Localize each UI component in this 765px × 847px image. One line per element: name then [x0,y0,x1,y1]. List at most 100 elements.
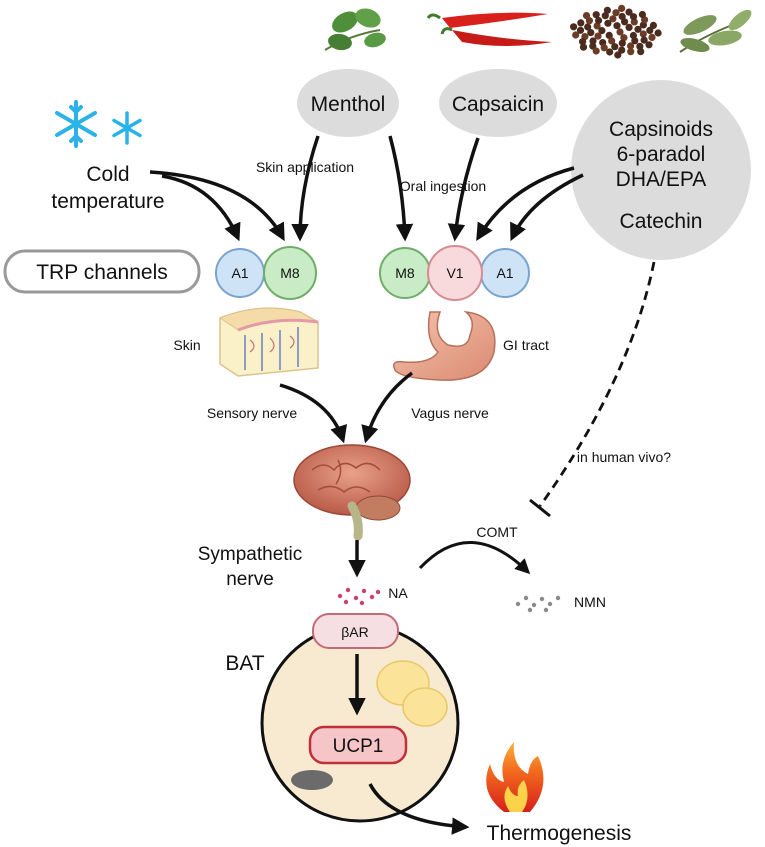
skin-channel-m8 [263,246,317,300]
chili-peppers-image [426,12,552,46]
molecule-dot [523,595,529,601]
molecule-dot [375,589,381,595]
seed-dot [577,19,585,27]
seed-dot [646,26,654,34]
molecule-dot [345,587,351,593]
seed-dot [616,28,624,36]
molecule-dot [543,607,549,613]
lipid-droplet-2 [402,687,448,727]
trp-channels-label: TRP channels [36,261,168,284]
grains-of-paradise-image [570,4,662,59]
comt-inhibition-line [538,261,656,507]
molecule-dot [353,595,359,601]
arrows-to-channels [149,135,584,242]
seed-dot [593,22,601,30]
sage-leaves-image [679,9,752,53]
seed-dot [570,23,578,31]
gi-tract-label: GI tract [503,337,549,353]
skin-channel-a1-label: A1 [231,265,248,281]
gut-channel-v1-label: V1 [446,265,463,281]
seed-dot [582,12,591,20]
capsaicin-label: Capsaicin [452,93,544,116]
molecule-dot [555,595,561,601]
sensory-nerve-label: Sensory nerve [207,405,297,421]
seed-dot [639,30,647,38]
brain-image [293,444,411,541]
mint-leaves-image [324,8,386,51]
skin-label: Skin [173,337,200,353]
seed-dot [638,10,647,19]
seed-dot [592,47,600,55]
molecule-dot [547,601,553,607]
oral-ingestion-label: Oral ingestion [400,178,486,194]
seed-dot [625,8,633,16]
seed-dot [604,19,612,27]
na-dots [337,587,381,606]
nmn-label: NMN [574,594,606,610]
capsinoids-label: Capsinoids [609,118,713,141]
in-human-vivo-label: in human vivo? [577,449,671,465]
other-compounds-bubble [571,80,751,260]
seed-dot [609,15,617,23]
seed-dot [618,39,626,47]
seed-dot [637,48,645,56]
seed-dot [594,32,602,40]
seed-dot [618,46,626,54]
molecule-dot [337,593,343,599]
molecule-dot [343,599,349,605]
gut-channel-a1-label: A1 [496,265,513,281]
gut-channel-m8-label: M8 [395,265,415,281]
catechin-label: Catechin [620,210,703,233]
trp-channels-box [3,249,201,294]
dha-epa-label: DHA/EPA [616,168,707,191]
molecule-dot [515,601,521,607]
seed-dot [576,26,585,34]
cold-label-line2: temperature [51,190,164,213]
seed-dot [608,37,616,45]
capsaicin-bubble [439,69,557,137]
seed-dot [601,12,609,20]
nucleus [291,770,333,790]
seed-dot [627,42,635,50]
menthol-bubble [297,69,399,137]
beta-ar-label: βAR [341,624,369,640]
seed-dot [587,28,595,37]
seed-dot [598,27,606,35]
seed-dot [634,25,642,33]
seed-dot [572,31,580,39]
seed-dot [595,16,603,25]
ucp1-label: UCP1 [333,736,384,757]
snowflake-icon [55,100,97,148]
molecule-dot [527,607,533,613]
cold-label-line1: Cold [86,163,129,186]
seed-dot [606,48,614,56]
seed-dot [645,41,653,49]
thermogenesis-label: Thermogenesis [487,822,632,845]
seed-dot [618,12,626,21]
molecule-dot [369,594,375,600]
seed-dot [579,38,587,46]
seed-dot [627,48,635,56]
seed-dot [592,11,600,19]
seed-dot [618,4,626,12]
skin-tissue-image [218,307,319,377]
skin-application-label: Skin application [256,159,354,175]
seed-dot [584,23,592,31]
inhibition-bar [529,498,551,518]
seed-dot [640,36,648,44]
sympathetic-label-line2: nerve [226,569,274,590]
seed-dot [614,51,622,59]
menthol-label: Menthol [311,93,386,116]
sympathetic-label-line1: Sympathetic [198,544,303,565]
gut-channel-v1 [427,245,483,301]
paradol-label: 6-paradol [617,143,706,166]
seed-dot [579,43,588,51]
seed-dot [631,37,639,45]
vagus-nerve-label: Vagus nerve [411,405,489,421]
seed-dot [629,13,638,21]
ucp1-box [308,725,408,765]
skin-channel-m8-label: M8 [280,265,300,281]
molecule-dot [361,588,367,594]
molecule-dot [359,600,365,606]
